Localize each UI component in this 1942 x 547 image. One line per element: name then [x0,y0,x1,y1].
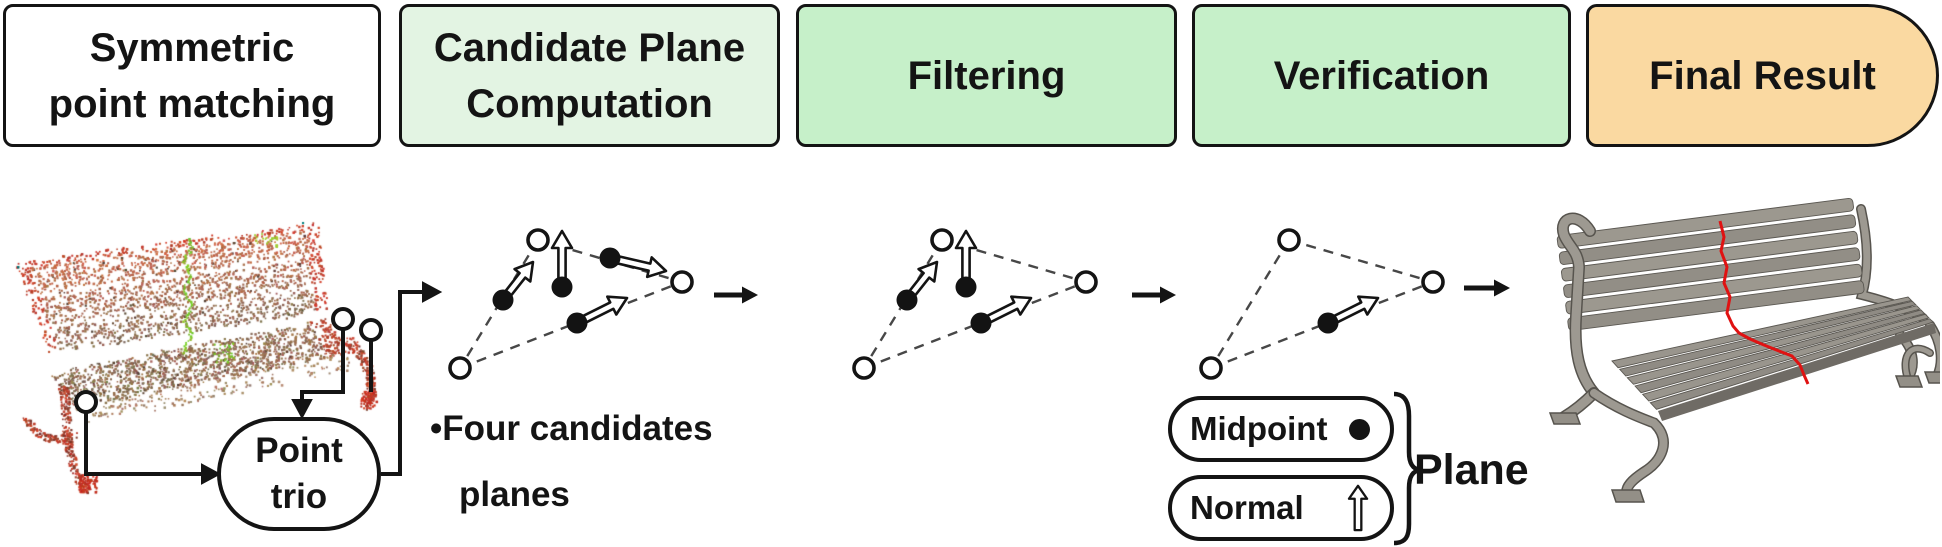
point-trio-bubble: Point trio [217,417,381,531]
symmetry-plane-curve [1718,220,1810,385]
normal-arrow-icon [902,260,939,304]
diagram-candidate-plane-computation [448,228,694,380]
bench-backrest [1556,197,1865,331]
stage-label: Final Result [1649,53,1876,98]
trio-vertex-circle [1074,270,1098,294]
stage-label: Filtering [907,53,1066,98]
stage-candidate-plane-computation: Candidate Plane Computation [399,4,780,147]
trio-vertex-circle [526,228,550,252]
normal-arrow-icon [1325,295,1380,328]
trio-vertex-circle [448,356,472,380]
midpoint-dot [1317,312,1339,334]
normal-arrow-icon [978,295,1033,328]
plane-edge-dashed [862,239,944,369]
four-candidates-line2: planes [459,475,570,514]
bench-frame [1902,346,1933,382]
bench-seat [1611,296,1936,421]
midpoint-dot [492,289,514,311]
bench-foot [1548,412,1582,425]
diagram-filtering [852,228,1098,380]
midpoint-label: Midpoint [1190,410,1328,447]
bench-foot [1610,489,1646,503]
trio-vertex-circle [930,228,954,252]
normal-arrow-icon [607,253,668,279]
normal-arrow-icon [498,260,535,304]
plane-label: Plane [1414,446,1529,494]
bench-foot [1923,371,1940,384]
stage-final-result: Final Result [1586,4,1939,147]
plane-edge-dashed [1210,280,1434,370]
plane-edge-dashed [941,238,1087,284]
bench-seat-apron [1658,323,1936,421]
midpoint-dot [970,312,992,334]
trio-vertex-circle [1421,270,1445,294]
diagram-verification [1199,228,1445,380]
four-candidates-note: •Four candidates planes [430,396,713,528]
midpoint-pill: Midpoint [1168,396,1394,462]
trio-vertex-circle [670,270,694,294]
normal-arrow-icon [550,229,574,289]
stage-label: point matching [48,81,336,126]
four-candidates-line1: •Four candidates [430,409,713,448]
normal-label: Normal [1190,489,1304,526]
normal-pill: Normal [1168,475,1394,541]
stage-label: Symmetric [89,25,295,70]
point-trio-label: trio [270,477,328,516]
normal-arrow-icon [1347,484,1369,532]
plane-edge-dashed [458,239,540,369]
midpoint-dot [896,289,918,311]
bench-frame [1590,389,1668,498]
plane-edge-dashed [459,280,683,370]
plane-edge-dashed [537,238,683,284]
midpoint-dot-icon [1349,418,1370,440]
stage-verification: Verification [1192,4,1571,147]
bench-foot [1894,375,1924,388]
stage-label: Verification [1273,53,1490,98]
normal-arrow-icon [574,295,629,328]
bench-frame [1558,214,1599,398]
normal-arrow-icon [954,229,978,289]
midpoint-dot [566,312,588,334]
plane-edge-dashed [863,280,1087,370]
plane-edge-dashed [1209,239,1291,369]
flow-arrow [714,286,758,304]
midpoint-dot [599,247,621,269]
midpoint-dot [551,276,573,298]
trio-vertex-circle [852,356,876,380]
stage-label: Computation [466,81,713,126]
midpoint-dot [955,276,977,298]
stage-filtering: Filtering [796,4,1177,147]
flow-arrow [1464,279,1510,297]
point-trio-label: Point [255,431,343,470]
trio-vertex-circle [1277,228,1301,252]
stage-label: Candidate Plane [433,25,746,70]
trio-vertex-circle [1199,356,1223,380]
stage-symmetric-point-matching: Symmetric point matching [3,4,381,147]
final-result-bench-render [1548,197,1940,503]
plane-edge-dashed [1288,238,1434,284]
flow-arrow [1132,286,1176,304]
